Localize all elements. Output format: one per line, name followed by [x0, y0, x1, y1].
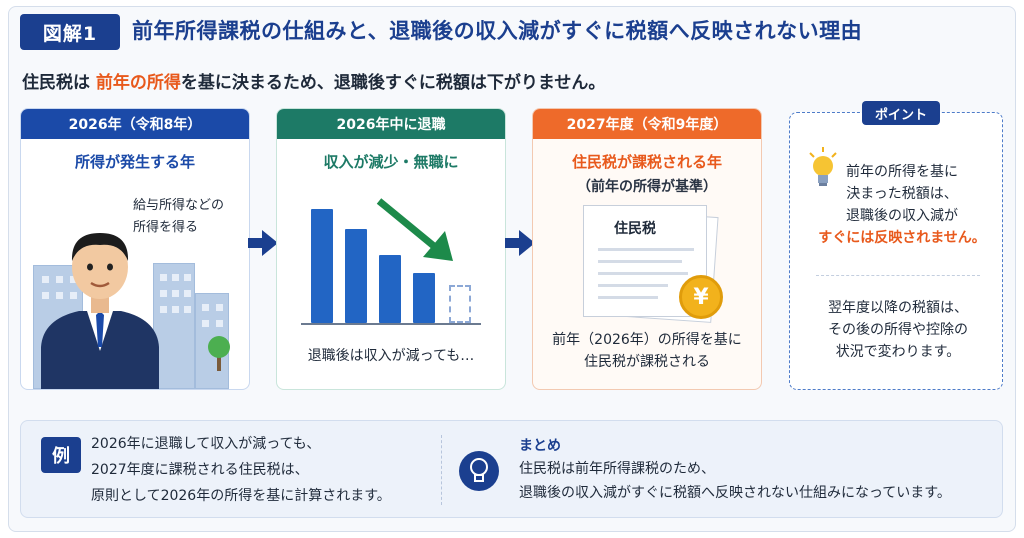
- point-tab: ポイント: [862, 101, 940, 125]
- caption-line2: 住民税が課税される: [584, 354, 710, 370]
- bottom-divider: [441, 435, 442, 505]
- point-text-primary: 前年の所得を基に 決まった税額は、 退職後の収入減が すぐには反映されません。: [806, 161, 998, 249]
- page-title: 前年所得課税の仕組みと、退職後の収入減がすぐに税額へ反映されない理由: [132, 19, 863, 43]
- card-retirement-caption: 退職後は収入が減っても…: [307, 348, 475, 364]
- point-line7: 状況で変わります。: [835, 344, 961, 360]
- card-tax-year-header: 2027年度（令和9年度）: [533, 109, 761, 139]
- point-line1: 前年の所得を基に: [846, 164, 958, 180]
- arrow-right-icon: [505, 230, 535, 256]
- card-income-year-subtitle: 所得が発生する年: [74, 153, 195, 171]
- card-tax-year-note: （前年の所得が基準）: [577, 179, 717, 195]
- point-line2: 決まった税額は、: [846, 186, 958, 202]
- income-speech-bubble: 給与所得などの 所得を得る: [127, 193, 231, 241]
- summary-line1: 住民税は前年所得課税のため、: [519, 461, 715, 477]
- subtitle: 住民税は 前年の所得を基に決まるため、退職後すぐに税額は下がりません。: [22, 68, 605, 93]
- summary-line2: 退職後の収入減がすぐに税額へ反映されない仕組みになっています。: [519, 485, 951, 501]
- income-bar-empty: [449, 285, 471, 323]
- summary-text: 住民税は前年所得課税のため、 退職後の収入減がすぐに税額へ反映されない仕組みにな…: [519, 457, 951, 505]
- income-bar: [413, 273, 435, 323]
- lightbulb-icon: [809, 147, 837, 186]
- card-income-year: 2026年（令和8年） 所得が発生する年 給与所得などの 所得を得る: [20, 108, 250, 390]
- card-tax-year: 2027年度（令和9年度） 住民税が課税される年 （前年の所得が基準） 住民税 …: [532, 108, 762, 390]
- point-line5: 翌年度以降の税額は、: [828, 300, 968, 316]
- card-retirement-header: 2026年中に退職: [277, 109, 505, 139]
- card-tax-year-caption: 前年（2026年）の所得を基に 住民税が課税される: [533, 329, 761, 373]
- point-divider: [816, 275, 980, 276]
- yen-coin-icon: ¥: [679, 275, 723, 319]
- card-retirement: 2026年中に退職 収入が減少・無職に 退職後は収入が減っても…: [276, 108, 506, 390]
- tree-icon: [208, 336, 230, 371]
- speech-line1: 給与所得などの: [133, 198, 225, 213]
- document-title: 住民税: [614, 221, 656, 237]
- income-bar: [379, 255, 401, 323]
- example-badge: 例: [41, 437, 81, 473]
- lightbulb-outline-icon: [470, 458, 488, 482]
- subtitle-part1: 住民税は: [22, 73, 96, 93]
- example-line3: 原則として2026年の所得を基に計算されます。: [91, 488, 391, 504]
- example-text: 2026年に退職して収入が減っても、 2027年度に課税される住民税は、 原則と…: [91, 431, 391, 509]
- point-line4: すぐには反映されません。: [818, 230, 986, 246]
- businessman-icon: [41, 233, 159, 389]
- example-line1: 2026年に退職して収入が減っても、: [91, 436, 321, 452]
- bottom-panel: 例 2026年に退職して収入が減っても、 2027年度に課税される住民税は、 原…: [20, 420, 1003, 518]
- example-line2: 2027年度に課税される住民税は、: [91, 462, 309, 478]
- income-bar: [345, 229, 367, 323]
- chart-axis: [301, 323, 481, 325]
- building-mid: [153, 263, 195, 389]
- subtitle-highlight: 前年の所得: [95, 73, 181, 93]
- figure-badge: 図解1: [20, 14, 120, 50]
- summary-title: まとめ: [519, 438, 561, 454]
- caption-line1: 前年（2026年）の所得を基に: [552, 332, 742, 348]
- down-trend-arrow-icon: [376, 198, 453, 261]
- point-text-secondary: 翌年度以降の税額は、 その後の所得や控除の 状況で変わります。: [800, 297, 996, 363]
- speech-line2: 所得を得る: [133, 220, 199, 235]
- card-tax-year-subtitle: 住民税が課税される年: [571, 153, 722, 171]
- income-bar: [311, 209, 333, 323]
- card-income-year-header: 2026年（令和8年）: [21, 109, 249, 139]
- card-retirement-subtitle: 収入が減少・無職に: [323, 153, 459, 171]
- summary-lightbulb-icon: [459, 451, 499, 491]
- point-line6: その後の所得や控除の: [828, 322, 968, 338]
- point-line3: 退職後の収入減が: [846, 208, 958, 224]
- arrow-right-icon: [248, 230, 278, 256]
- point-box: ポイント 前年の所得を基に 決まった税額は、 退職後の収入減が すぐには反映され…: [789, 101, 1003, 390]
- subtitle-part2: を基に決まるため、退職後すぐに税額は下がりません。: [180, 73, 606, 93]
